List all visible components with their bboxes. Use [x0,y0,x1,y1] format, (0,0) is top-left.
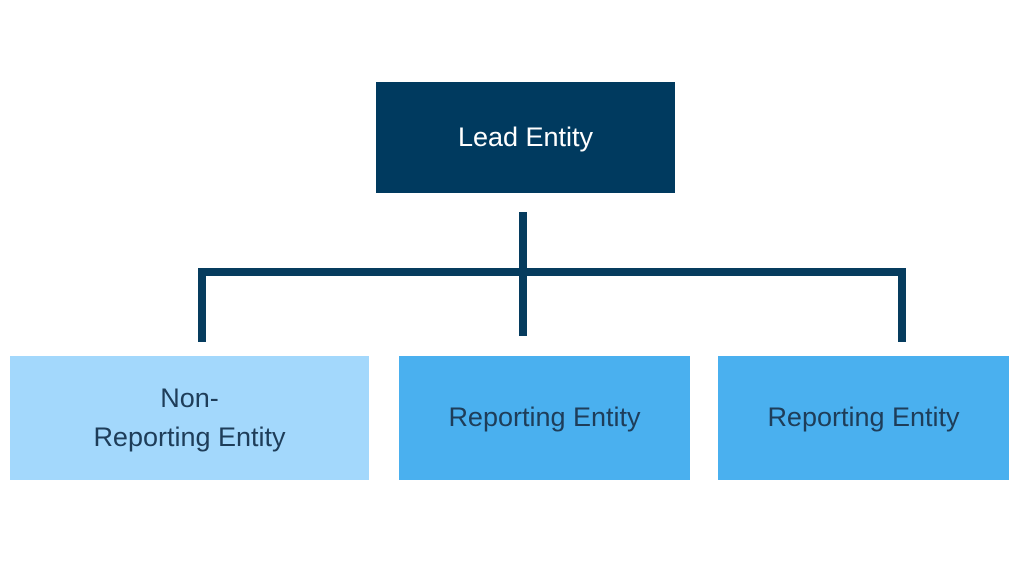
non-reporting-label-line-2: Reporting Entity [93,422,286,452]
non-reporting-entity-label: Non- Reporting Entity [93,379,285,457]
non-reporting-label-line-1: Non- [160,382,219,413]
reporting-entity-label-1: Reporting Entity [448,402,641,433]
connector-left-drop [198,268,206,342]
lead-entity-label: Lead Entity [457,121,594,152]
non-reporting-entity-box: Non- Reporting Entity [10,356,369,480]
connector-right-drop [898,268,906,342]
lead-entity-box: Lead Entity [376,82,675,193]
connector-horizontal-bar [198,268,906,276]
reporting-entity-box-1: Reporting Entity [399,356,690,480]
reporting-entity-label-2: Reporting Entity [767,402,960,433]
reporting-entity-box-2: Reporting Entity [718,356,1009,480]
